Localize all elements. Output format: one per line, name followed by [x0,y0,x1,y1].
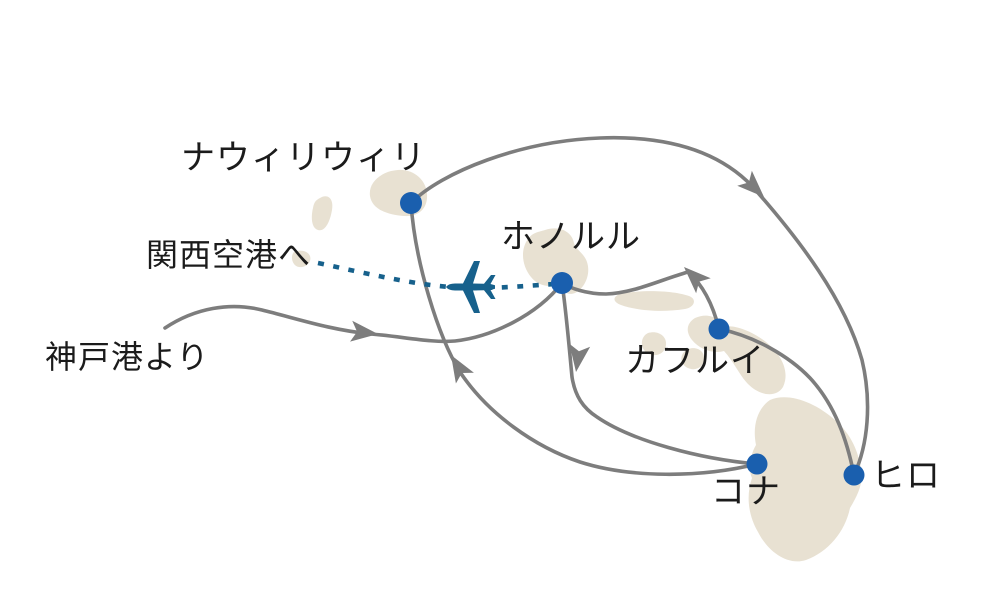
port-label-hilo: ヒロ [871,458,941,495]
port-dot-kahului [708,318,730,340]
airplane-icon [446,261,496,313]
island-lanai [641,332,667,356]
route-kona-to-nawiliwili [409,201,759,477]
flight-group [317,260,557,313]
island-kaula [291,250,311,268]
island-niihau [311,196,333,231]
island-group [291,169,862,562]
port-label-nawiliwili: ナウィリウィリ [181,140,426,177]
arrowhead-to-honolulu-icon [350,320,378,342]
origin-port-label: 神戸港より [45,339,210,375]
island-oahu [522,228,589,294]
route-kahului-to-honolulu [560,270,721,331]
island-kahoolawe [681,348,705,370]
arrowhead-to-kona-icon [569,343,591,372]
arrowhead-to-hilo-icon [737,170,764,197]
flight-destination-label: 関西空港へ [146,237,312,273]
island-hawaii [748,397,862,562]
port-dot-kona [746,453,768,475]
arrowhead-to-nawiliwili-icon [451,355,474,384]
port-label-kahului: カフルイ [625,343,765,380]
route-honolulu-to-kona [560,281,759,466]
port-dot-honolulu [551,272,573,294]
arrowhead-to-honolulu-return-icon [684,267,711,294]
island-molokai [614,291,694,311]
route-hilo-to-kahului [717,327,856,477]
port-label-kona: コナ [711,474,781,511]
port-dot-hilo [843,464,865,486]
port-dot-nawiliwili [400,192,422,214]
flight-dashed-line [317,260,557,291]
arrow-group [350,170,764,384]
port-label-honolulu: ホノルル [501,219,641,256]
port-dot-group [400,192,865,486]
